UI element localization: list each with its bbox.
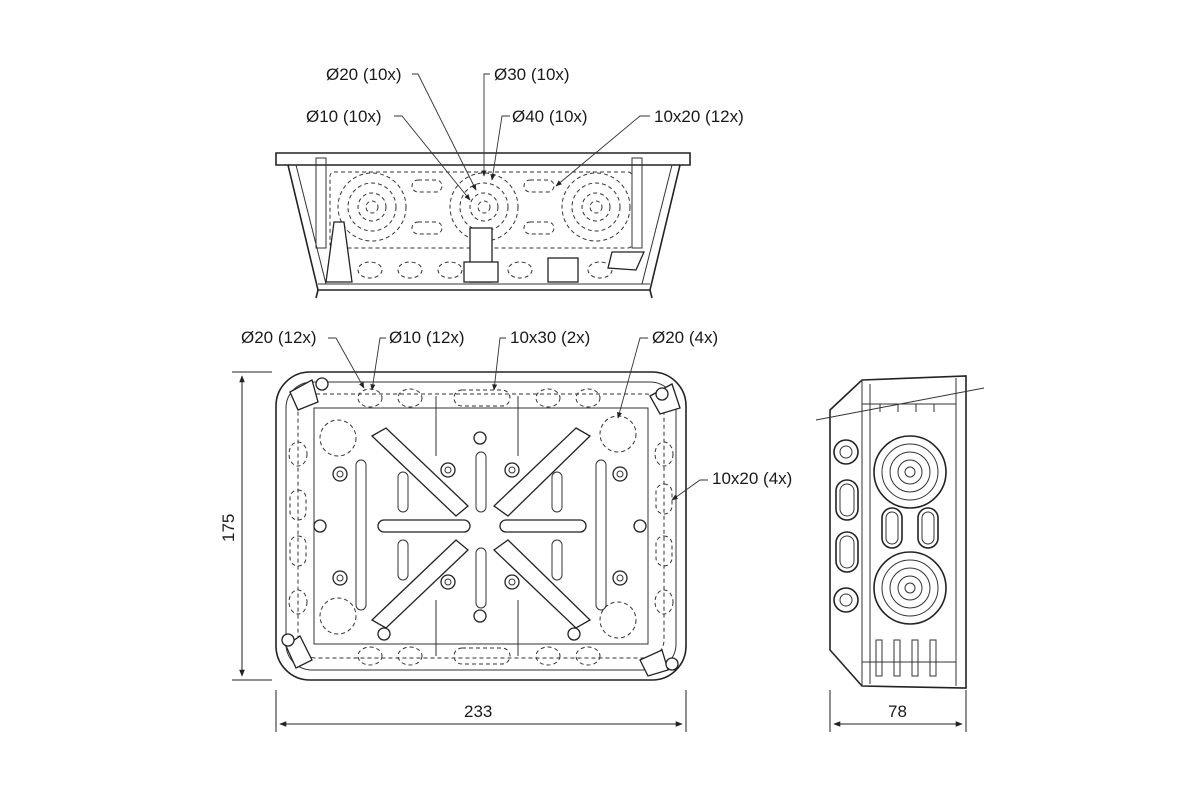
corner-lugs <box>281 377 681 677</box>
side-slots <box>833 439 939 613</box>
dimension-depth-label: 78 <box>888 702 907 721</box>
dimension-depth: 78 <box>829 690 967 732</box>
callout-d20-top: Ø20 (10x) <box>326 65 402 84</box>
side-view: 78 <box>815 375 985 732</box>
callout-d40-top: Ø40 (10x) <box>512 107 588 126</box>
edge-knockouts <box>288 388 674 666</box>
top-view: Ø20 (10x) Ø30 (10x) Ø10 (10x) Ø40 (10x) … <box>275 65 744 299</box>
front-view: Ø20 (12x) Ø10 (12x) 10x30 (2x) Ø20 (4x) … <box>219 328 792 732</box>
callout-d20-4x-front: Ø20 (4x) <box>652 328 718 347</box>
screw-bosses <box>313 431 647 641</box>
callout-10x20-front: 10x20 (4x) <box>712 469 792 488</box>
diagonal-ribs <box>370 427 592 629</box>
side-ribs <box>875 404 937 677</box>
callout-d20-front: Ø20 (12x) <box>241 328 317 347</box>
vertical-ribs <box>355 396 607 656</box>
dimension-width: 233 <box>275 690 687 732</box>
dimension-height-label: 175 <box>219 514 238 542</box>
callout-d10-front: Ø10 (12x) <box>389 328 465 347</box>
callout-d30-top: Ø30 (10x) <box>494 65 570 84</box>
callout-10x30-front: 10x30 (2x) <box>510 328 590 347</box>
callout-d10-top: Ø10 (10x) <box>306 107 382 126</box>
callout-10x20-top: 10x20 (12x) <box>654 107 744 126</box>
dimension-height: 175 <box>219 371 272 681</box>
dimension-width-label: 233 <box>464 702 492 721</box>
side-round-knockouts <box>873 435 947 625</box>
